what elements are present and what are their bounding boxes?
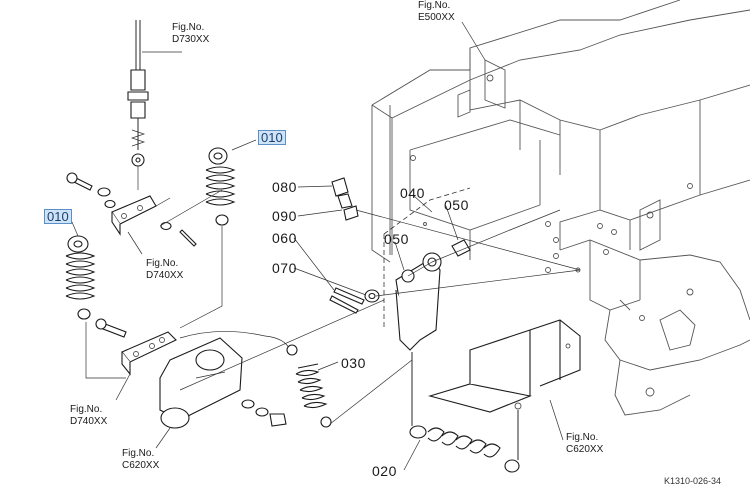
fig-ref-code: D740XX — [146, 270, 184, 281]
part-label-020: 020 — [372, 463, 397, 479]
fig-ref-c620-right: Fig.No. C620XX — [566, 432, 603, 456]
part-label-050-right: 050 — [444, 197, 469, 213]
part-label-080: 080 — [272, 179, 297, 195]
drawing-code: K1310-026-34 — [664, 476, 722, 486]
fig-ref-code: C620XX — [122, 460, 160, 471]
fig-ref-c620-left: Fig.No. C620XX — [122, 448, 159, 472]
fig-ref-code: E500XX — [418, 12, 455, 23]
part-label-030: 030 — [341, 355, 366, 371]
part-label-010-left: 010 — [44, 209, 72, 224]
fig-ref-d740-lower: Fig.No. D740XX — [70, 404, 107, 428]
fig-ref-d740-upper: Fig.No. D740XX — [146, 258, 183, 282]
part-label-060: 060 — [272, 230, 297, 246]
spring-020 — [409, 352, 520, 473]
part-label-050-left: 050 — [384, 231, 409, 247]
fig-ref-d730: Fig.No. D730XX — [172, 22, 209, 46]
fig-ref-title: Fig.No. — [566, 432, 599, 443]
throttle-cable — [127, 20, 149, 190]
spring-010-right — [205, 147, 236, 226]
pedal-bracket-c620-right — [427, 319, 581, 413]
leader-lines — [71, 21, 581, 471]
fig-ref-e500: Fig.No. E500XX — [418, 0, 455, 24]
part-label-010-right: 010 — [258, 130, 286, 145]
fig-ref-title: Fig.No. — [146, 258, 179, 269]
spring-030 — [179, 331, 332, 428]
part-label-090: 090 — [272, 208, 297, 224]
fig-ref-title: Fig.No. — [70, 404, 103, 415]
spring-010-left — [65, 235, 96, 320]
lever-040 — [383, 187, 471, 351]
fig-ref-code: C620XX — [566, 444, 604, 455]
fig-ref-title: Fig.No. — [122, 448, 155, 459]
part-label-040: 040 — [400, 185, 425, 201]
part-label-070: 070 — [272, 260, 297, 276]
bracket-upper — [66, 172, 197, 247]
hardware-fasteners — [329, 177, 380, 314]
fig-ref-code: D740XX — [70, 416, 108, 427]
pedal-pivot-c620-left — [159, 337, 287, 429]
tractor-frame — [371, 0, 750, 416]
fig-ref-code: D730XX — [172, 34, 210, 45]
fig-ref-title: Fig.No. — [418, 0, 451, 11]
fig-ref-title: Fig.No. — [172, 22, 205, 33]
bracket-lower — [95, 318, 177, 376]
